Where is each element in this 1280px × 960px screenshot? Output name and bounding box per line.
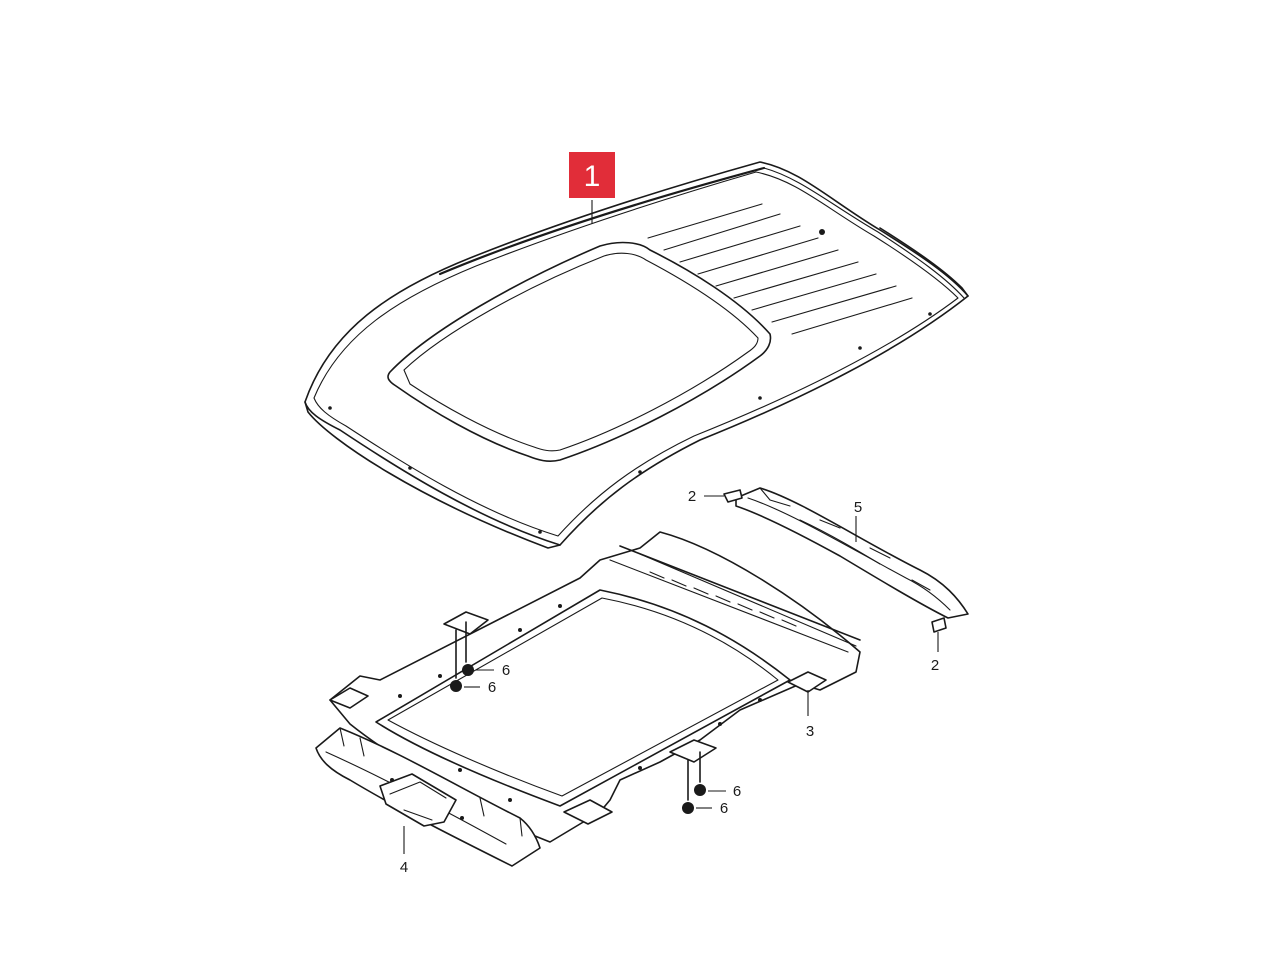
bolt-c: [694, 751, 726, 796]
callout-4: 4: [400, 859, 408, 876]
clip-upper: [704, 489, 743, 503]
roof-panel: [304, 161, 969, 549]
roof-holes: [328, 229, 932, 534]
bolt-a: [462, 621, 494, 676]
callout-2-lower: 2: [931, 657, 939, 674]
callout-6-d: 6: [720, 800, 728, 817]
callout-1: 1: [569, 152, 615, 198]
clip-lower: [931, 617, 947, 652]
callout-3: 3: [806, 723, 814, 740]
frame-holes: [398, 604, 762, 802]
bolt-b: [450, 629, 480, 692]
callout-6-a: 6: [502, 662, 510, 679]
roof-ribs: [647, 203, 913, 335]
callout-1-label: 1: [584, 160, 601, 193]
callout-1-box: [569, 152, 615, 198]
bolt-d: [682, 759, 712, 814]
callout-6-b: 6: [488, 679, 496, 696]
callout-5: 5: [854, 499, 862, 516]
callout-6-c: 6: [733, 783, 741, 800]
frame-slots: [649, 571, 797, 627]
front-header-rail: [315, 727, 541, 867]
callout-2-upper: 2: [688, 488, 696, 505]
rear-cross-member: [735, 487, 969, 619]
